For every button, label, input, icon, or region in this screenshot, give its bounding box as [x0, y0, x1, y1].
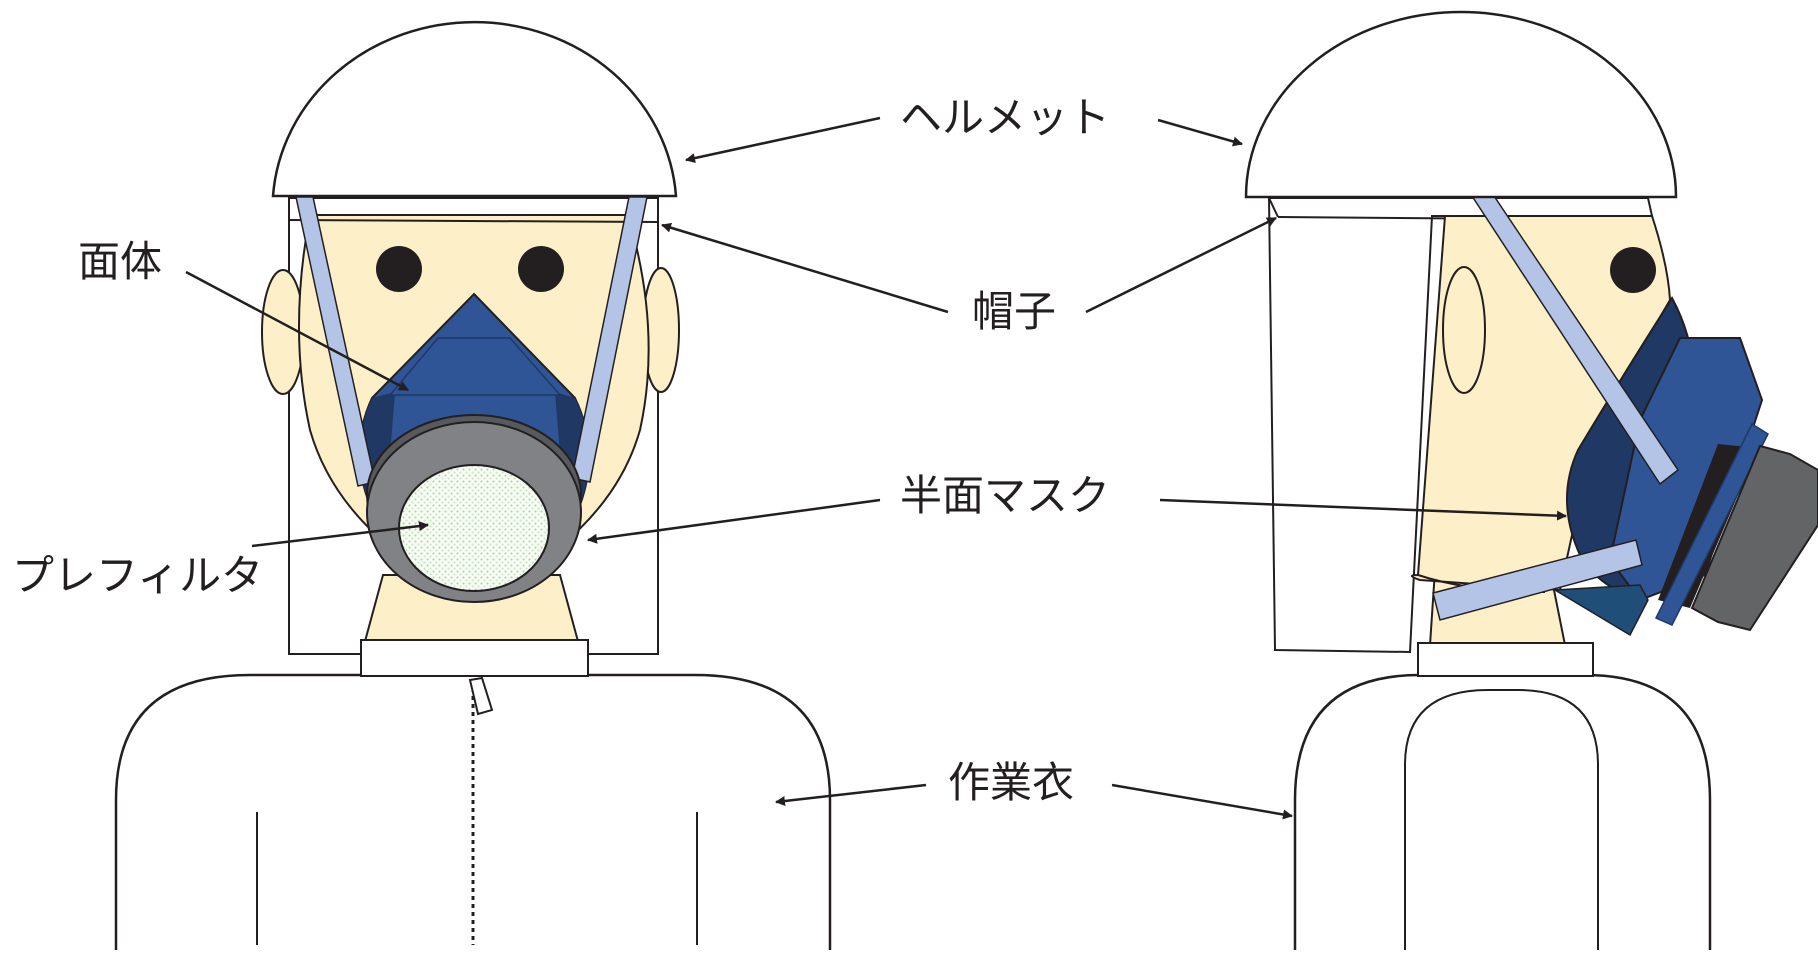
arrow-hood-front — [661, 222, 949, 314]
side-helmet — [1244, 10, 1678, 199]
front-collar — [360, 639, 589, 677]
label-work-clothes: 作業衣 — [948, 758, 1074, 807]
arrow-helmet-front — [685, 116, 881, 163]
arrow-clothes-side — [1111, 783, 1293, 820]
label-prefilter: プレフィルタ — [12, 551, 263, 600]
side-eye — [1610, 247, 1656, 293]
side-collar — [1417, 642, 1594, 677]
arrow-facepiece — [185, 270, 409, 392]
right-eye — [518, 246, 564, 292]
arrow-clothes-front — [775, 783, 927, 806]
label-facepiece: 面体 — [78, 237, 162, 286]
front-figure — [114, 20, 832, 950]
labels: ヘルメット 帽子 面体 半面マスク プレフィルタ 作業衣 — [12, 93, 1110, 807]
arrow-helmet-side — [1157, 118, 1243, 147]
arrow-halfmask-side — [1159, 498, 1567, 521]
label-helmet: ヘルメット — [900, 93, 1110, 142]
front-helmet — [271, 20, 678, 198]
side-ear — [1442, 266, 1486, 394]
label-hood: 帽子 — [972, 287, 1056, 336]
side-figure — [1244, 10, 1818, 950]
front-coverall — [114, 673, 832, 950]
leader-lines — [185, 116, 1567, 820]
side-filter — [1690, 444, 1818, 632]
arrow-prefilter — [251, 521, 429, 548]
label-half-mask: 半面マスク — [900, 471, 1110, 520]
prefilter-disc — [398, 464, 550, 592]
left-eye — [376, 246, 422, 292]
zipper-pull — [468, 676, 494, 716]
side-backpack — [1404, 689, 1599, 950]
arrow-hood-side — [1085, 216, 1277, 314]
arrow-halfmask-front — [587, 498, 881, 544]
side-lower-strap — [1432, 539, 1643, 621]
